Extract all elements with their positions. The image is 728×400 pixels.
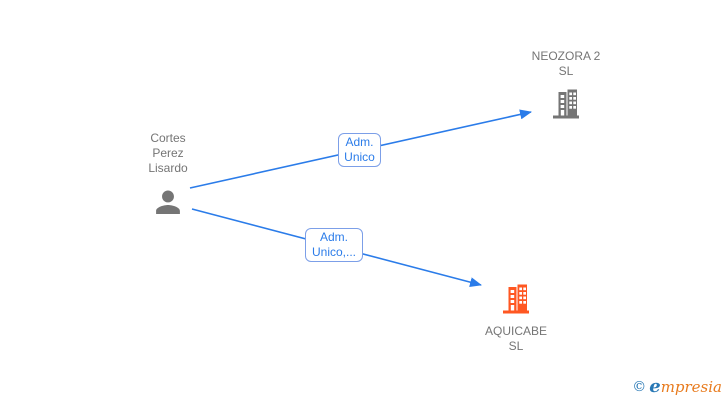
node-label-line: NEOZORA 2 <box>531 49 601 63</box>
edge-label-line: Adm. <box>345 135 374 149</box>
node-label-neozora: NEOZORA 2 SL <box>506 49 626 79</box>
edge-label-line: Adm. <box>319 230 348 244</box>
building-icon <box>553 89 579 119</box>
node-label-line: AQUICABE <box>484 324 547 338</box>
person-icon <box>156 190 180 215</box>
node-label-line: Perez <box>152 146 184 160</box>
logo-brand-rest: mpresia <box>660 378 722 396</box>
node-label-person: Cortes Perez Lisardo <box>118 131 218 176</box>
node-label-line: Cortes <box>150 131 186 145</box>
copyright-icon: © <box>632 379 647 395</box>
edge-label-person-neozora: Adm. Unico <box>338 133 381 167</box>
node-person[interactable] <box>151 185 185 219</box>
node-label-line: SL <box>508 339 524 353</box>
logo-brand-e: e <box>649 376 661 397</box>
node-aquicabe[interactable] <box>499 281 533 315</box>
edge-label-line: Unico,... <box>311 245 356 259</box>
edge-label-person-aquicabe: Adm. Unico,... <box>305 228 363 262</box>
edge-label-line: Unico <box>344 150 375 164</box>
node-label-line: Lisardo <box>148 161 188 175</box>
empresia-logo[interactable]: ©empresia <box>632 376 722 397</box>
building-icon <box>503 284 529 314</box>
node-label-line: SL <box>558 64 574 78</box>
node-label-aquicabe: AQUICABE SL <box>456 324 576 354</box>
node-neozora[interactable] <box>549 86 583 120</box>
